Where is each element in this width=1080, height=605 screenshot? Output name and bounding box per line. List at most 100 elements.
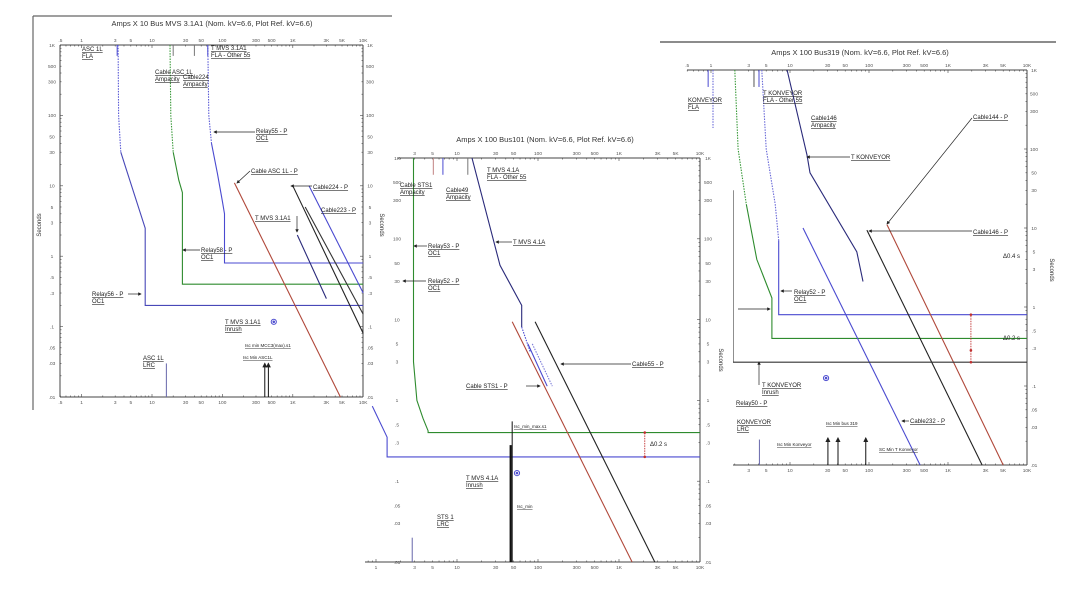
x-tick-label-top: 3 — [413, 151, 416, 157]
panel-background — [33, 15, 392, 410]
time-interval-endpoint — [969, 349, 973, 352]
x-tick-label-top: 300 — [252, 38, 260, 44]
y-tick-label-left: 10 — [49, 184, 55, 190]
x-tick-label-top: 10K — [1023, 63, 1032, 69]
annotation-cable224-p: Cable224 - P — [313, 185, 348, 191]
y-axis-label-right: Seconds — [717, 348, 723, 371]
series-t-mvs-3-1a1 — [296, 234, 327, 299]
y-tick-label-right: .05 — [367, 346, 374, 352]
series-relay50-p — [745, 204, 1027, 339]
series-relay58-p-oc1-pickup- — [169, 44, 174, 153]
x-tick-label-bottom: 10K — [359, 400, 368, 406]
y-tick-label-right: 50 — [1031, 171, 1037, 177]
x-tick-label-top: .5 — [685, 63, 689, 69]
x-tick-label-bottom: 500 — [920, 468, 928, 474]
y-tick-label-left: 1K — [394, 156, 401, 162]
y-tick-label-right: 100 — [1030, 147, 1038, 153]
x-tick-label-top: 1 — [80, 38, 83, 44]
x-tick-label-bottom: 3K — [655, 565, 662, 571]
y-tick-label-left: 5 — [396, 342, 399, 348]
x-tick-label-bottom: 50 — [511, 565, 517, 571]
x-tick-label-top: 3 — [114, 38, 117, 44]
series-cable-asc-1l-p — [233, 182, 341, 398]
x-tick-label-bottom: 10 — [149, 400, 155, 406]
series-cable232-p — [802, 227, 921, 466]
series-relay55-p-oc1-pickup- — [207, 44, 213, 144]
x-tick-label-bottom: 1 — [375, 565, 378, 571]
y-tick-label-right: 30 — [1031, 188, 1037, 194]
y-tick-label-right: 30 — [367, 150, 373, 156]
inrush-point-dot — [515, 471, 519, 475]
x-tick-label-top: 50 — [843, 63, 849, 69]
x-tick-label-top: 30 — [825, 63, 831, 69]
y-tick-label-right: .3 — [1032, 346, 1036, 352]
annotation-cable223-p: Cable223 - P — [321, 208, 356, 214]
x-tick-label-bottom: 3 — [747, 468, 750, 474]
y-tick-label-right: 1K — [705, 156, 712, 162]
y-tick-label-right: .1 — [1032, 384, 1036, 390]
x-tick-label-bottom: 5 — [431, 565, 434, 571]
x-tick-label-top: 10 — [149, 38, 155, 44]
y-tick-label-left: .1 — [50, 324, 54, 330]
x-tick-label-top: 1K — [616, 151, 623, 157]
x-tick-label-bottom: 10 — [454, 565, 460, 571]
y-tick-label-right: 100 — [704, 237, 712, 243]
annotation-cable146-p: Cable146 - P — [973, 230, 1008, 236]
y-tick-label-right: 10 — [1031, 226, 1037, 232]
x-tick-label-bottom: 5K — [1000, 468, 1007, 474]
y-tick-label-right: 10 — [367, 184, 373, 190]
y-tick-label-left: 1 — [51, 254, 54, 260]
y-tick-label-left: 300 — [48, 80, 56, 86]
x-tick-label-top: 300 — [903, 63, 911, 69]
x-tick-label-top: 10K — [696, 151, 705, 157]
y-tick-label-left: .01 — [49, 395, 56, 401]
x-tick-label-bottom: 1K — [616, 565, 623, 571]
x-tick-label-top: 500 — [268, 38, 276, 44]
annotation-isc-min-bus319: Isc Min bus 319 — [826, 421, 858, 426]
y-tick-label-right: 300 — [704, 198, 712, 204]
x-tick-label-top: 5 — [765, 63, 768, 69]
y-tick-label-right: .3 — [706, 440, 710, 446]
y-tick-label-left: 500 — [393, 180, 401, 186]
annotation-cable232-p: Cable232 - P — [910, 419, 945, 425]
tcc-panel-bus-mvs-3-1a1: Amps X 10 Bus MVS 3.1A1 (Nom. kV=6.6, Pl… — [32, 15, 392, 410]
x-tick-label-bottom: 5K — [673, 565, 680, 571]
panel-background — [340, 128, 733, 605]
x-tick-label-top: 1K — [945, 63, 952, 69]
series-cable-sts1-p — [511, 321, 633, 563]
x-tick-label-top: 100 — [534, 151, 542, 157]
x-tick-label-bottom: 300 — [903, 468, 911, 474]
y-tick-label-right: 3 — [707, 360, 710, 366]
x-tick-label-bottom: 3K — [323, 400, 330, 406]
series-relay55-p-oc1 — [210, 143, 364, 264]
x-tick-label-bottom: 5K — [339, 400, 346, 406]
y-tick-label-right: 3 — [1033, 267, 1036, 273]
x-tick-label-top: 5 — [129, 38, 132, 44]
x-tick-label-bottom: 1K — [945, 468, 952, 474]
x-tick-label-top: 5K — [1000, 63, 1007, 69]
x-tick-label-top: 1 — [710, 63, 713, 69]
y-tick-label-right: .05 — [1031, 408, 1038, 414]
y-tick-label-right: 500 — [366, 64, 374, 70]
time-interval-endpoint — [969, 313, 973, 316]
annotation-delta-0-2s: Δ0.2 s — [650, 442, 667, 448]
y-tick-label-right: 500 — [1030, 92, 1038, 98]
x-tick-label-top: 3 — [747, 63, 750, 69]
annotation-tmvs: T MVS 3.1A1 — [255, 216, 291, 222]
series-cable223-p — [292, 185, 364, 334]
x-tick-label-top: 1K — [290, 38, 297, 44]
series-relay56-p-oc1-pickup- — [117, 44, 122, 153]
y-tick-label-right: 100 — [366, 113, 374, 119]
chart-title: Amps X 100 Bus319 (Nom. kV=6.6, Plot Ref… — [771, 48, 949, 57]
y-tick-label-left: 50 — [49, 134, 55, 140]
annotation-leader-arrow — [886, 117, 973, 225]
annotation-cable55-p: Cable55 - P — [632, 362, 664, 368]
y-tick-label-left: 3 — [396, 360, 399, 366]
x-tick-label-top: 100 — [865, 63, 873, 69]
x-tick-label-bottom: 5 — [129, 400, 132, 406]
